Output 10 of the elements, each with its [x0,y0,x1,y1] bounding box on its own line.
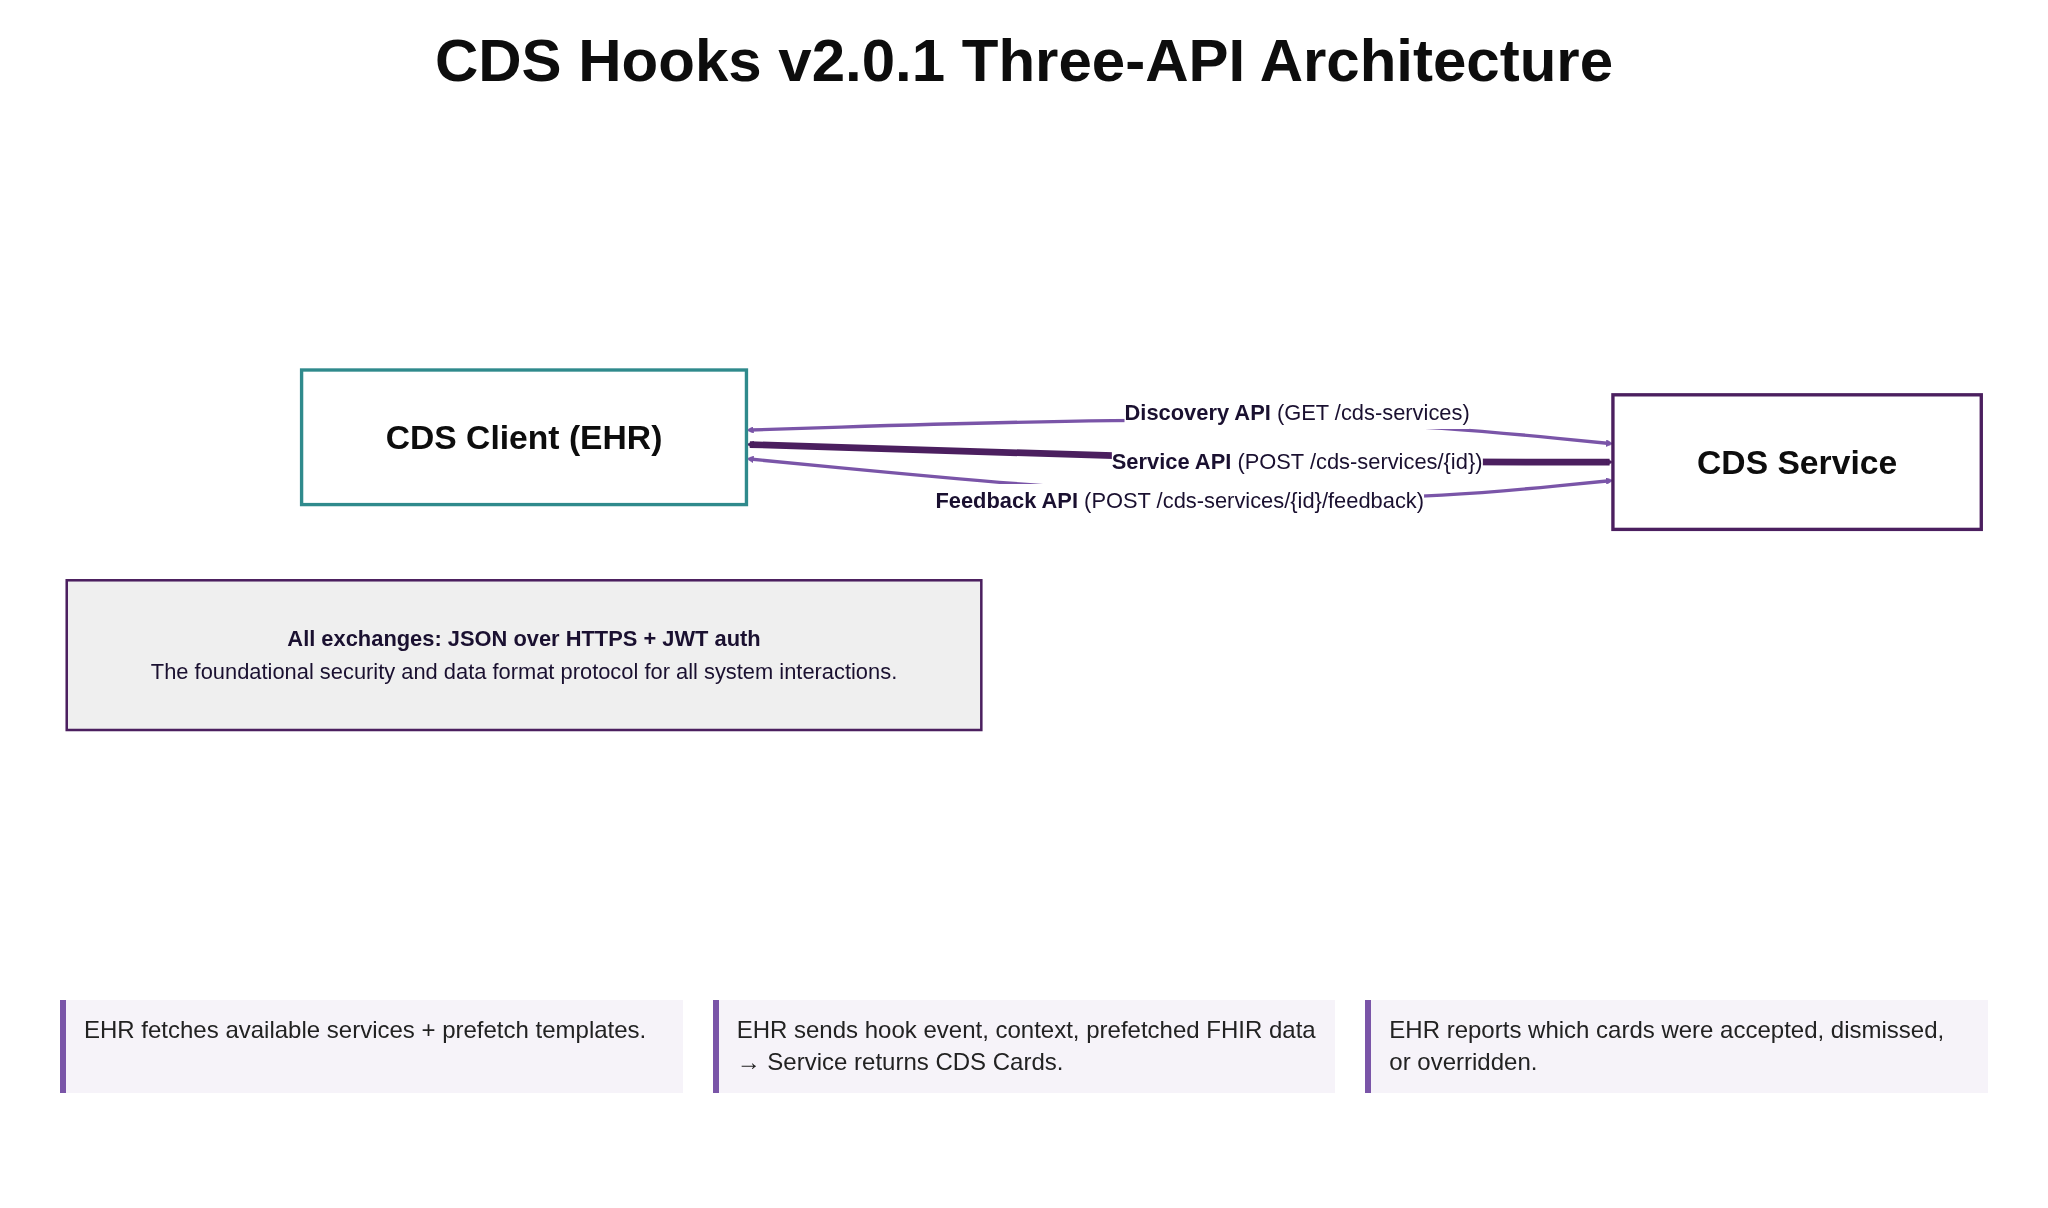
note-text: EHR fetches available services + prefetch templates. [60,1000,683,1093]
edge-label: Service API (POST /cds-services/{id}) [1111,449,1483,475]
note-text: EHR reports which cards were accepted, dismissed, or overridden. [1365,1000,1988,1093]
node-box: CDS Service [1611,393,1983,532]
note-text: EHR sends hook event, context, prefetched FHIR data → Service returns CDS Cards. [712,1000,1336,1093]
edge-label: Discovery API (GET /cds-services) [1124,399,1470,425]
node-box: CDS Client (EHR) [299,368,749,507]
edge-label: Feedback API (POST /cds-services/{id}/feedback) [935,487,1425,513]
node-box: All exchanges: JSON over HTTPS + JWT auth The foundational security and data format protocol for all system interactions. [65,579,983,732]
diagram-title: CDS Hooks v2.0.1 Three-API Architecture [433,26,1615,96]
